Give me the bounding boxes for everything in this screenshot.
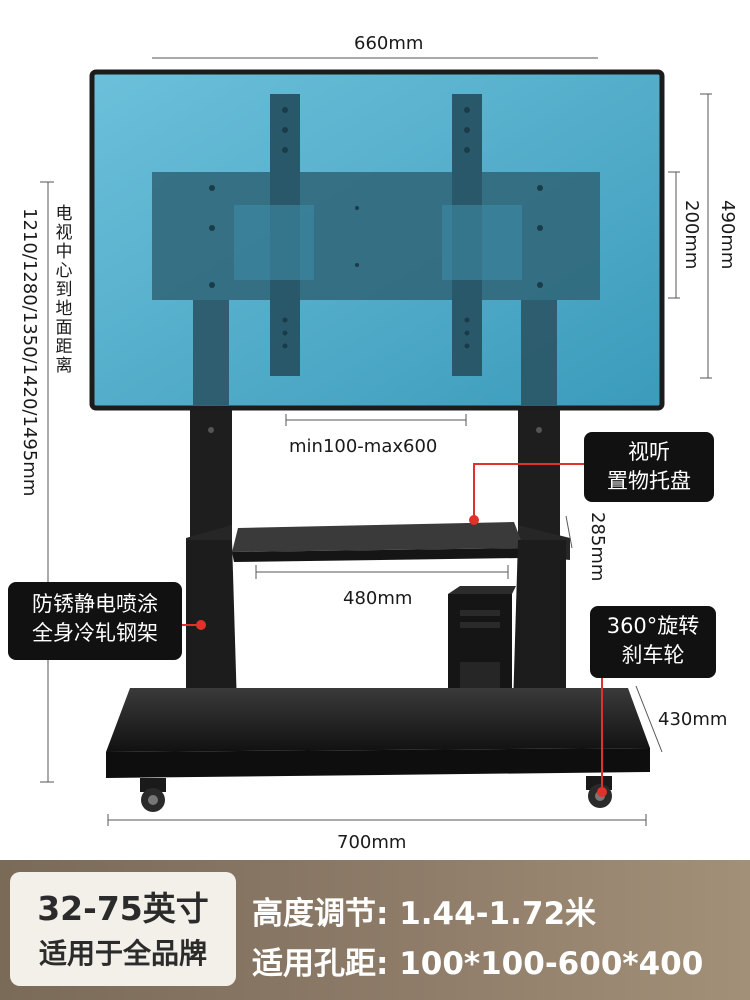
size-range: 32-75英寸 xyxy=(37,889,209,928)
size-badge: 32-75英寸 适用于全品牌 xyxy=(10,872,236,986)
tray-callout: 视听 置物托盘 xyxy=(584,432,714,502)
base-width-label: 700mm xyxy=(337,832,407,853)
width-top-label: 660mm xyxy=(354,33,424,54)
height-spec: 高度调节: 1.44-1.72米 xyxy=(252,896,597,932)
wheel-callout: 360°旋转 刹车轮 xyxy=(590,606,716,678)
vesa-horizontal-label: min100-max600 xyxy=(289,436,438,457)
height-right-label: 490mm xyxy=(717,200,738,270)
tray-height-label: 285mm xyxy=(587,512,608,582)
hole-spec: 适用孔距: 100*100-600*400 xyxy=(252,946,704,982)
base-depth-label: 430mm xyxy=(658,709,728,730)
tv-stand-illustration xyxy=(40,57,712,826)
center-to-ground-label: 电 视 中 心 到 地 面 距 离 xyxy=(55,204,73,376)
brand-compat: 适用于全品牌 xyxy=(38,937,207,970)
vesa-vertical-label: 200mm xyxy=(681,200,702,270)
frame-callout: 防锈静电喷涂 全身冷轧钢架 xyxy=(8,582,182,660)
ground-heights-label: 1210/1280/1350/1420/1495mm xyxy=(19,208,40,497)
tray-width-label: 480mm xyxy=(343,588,413,609)
product-diagram: 660mm 490mm 200mm min100-max600 480mm 28… xyxy=(8,33,738,853)
